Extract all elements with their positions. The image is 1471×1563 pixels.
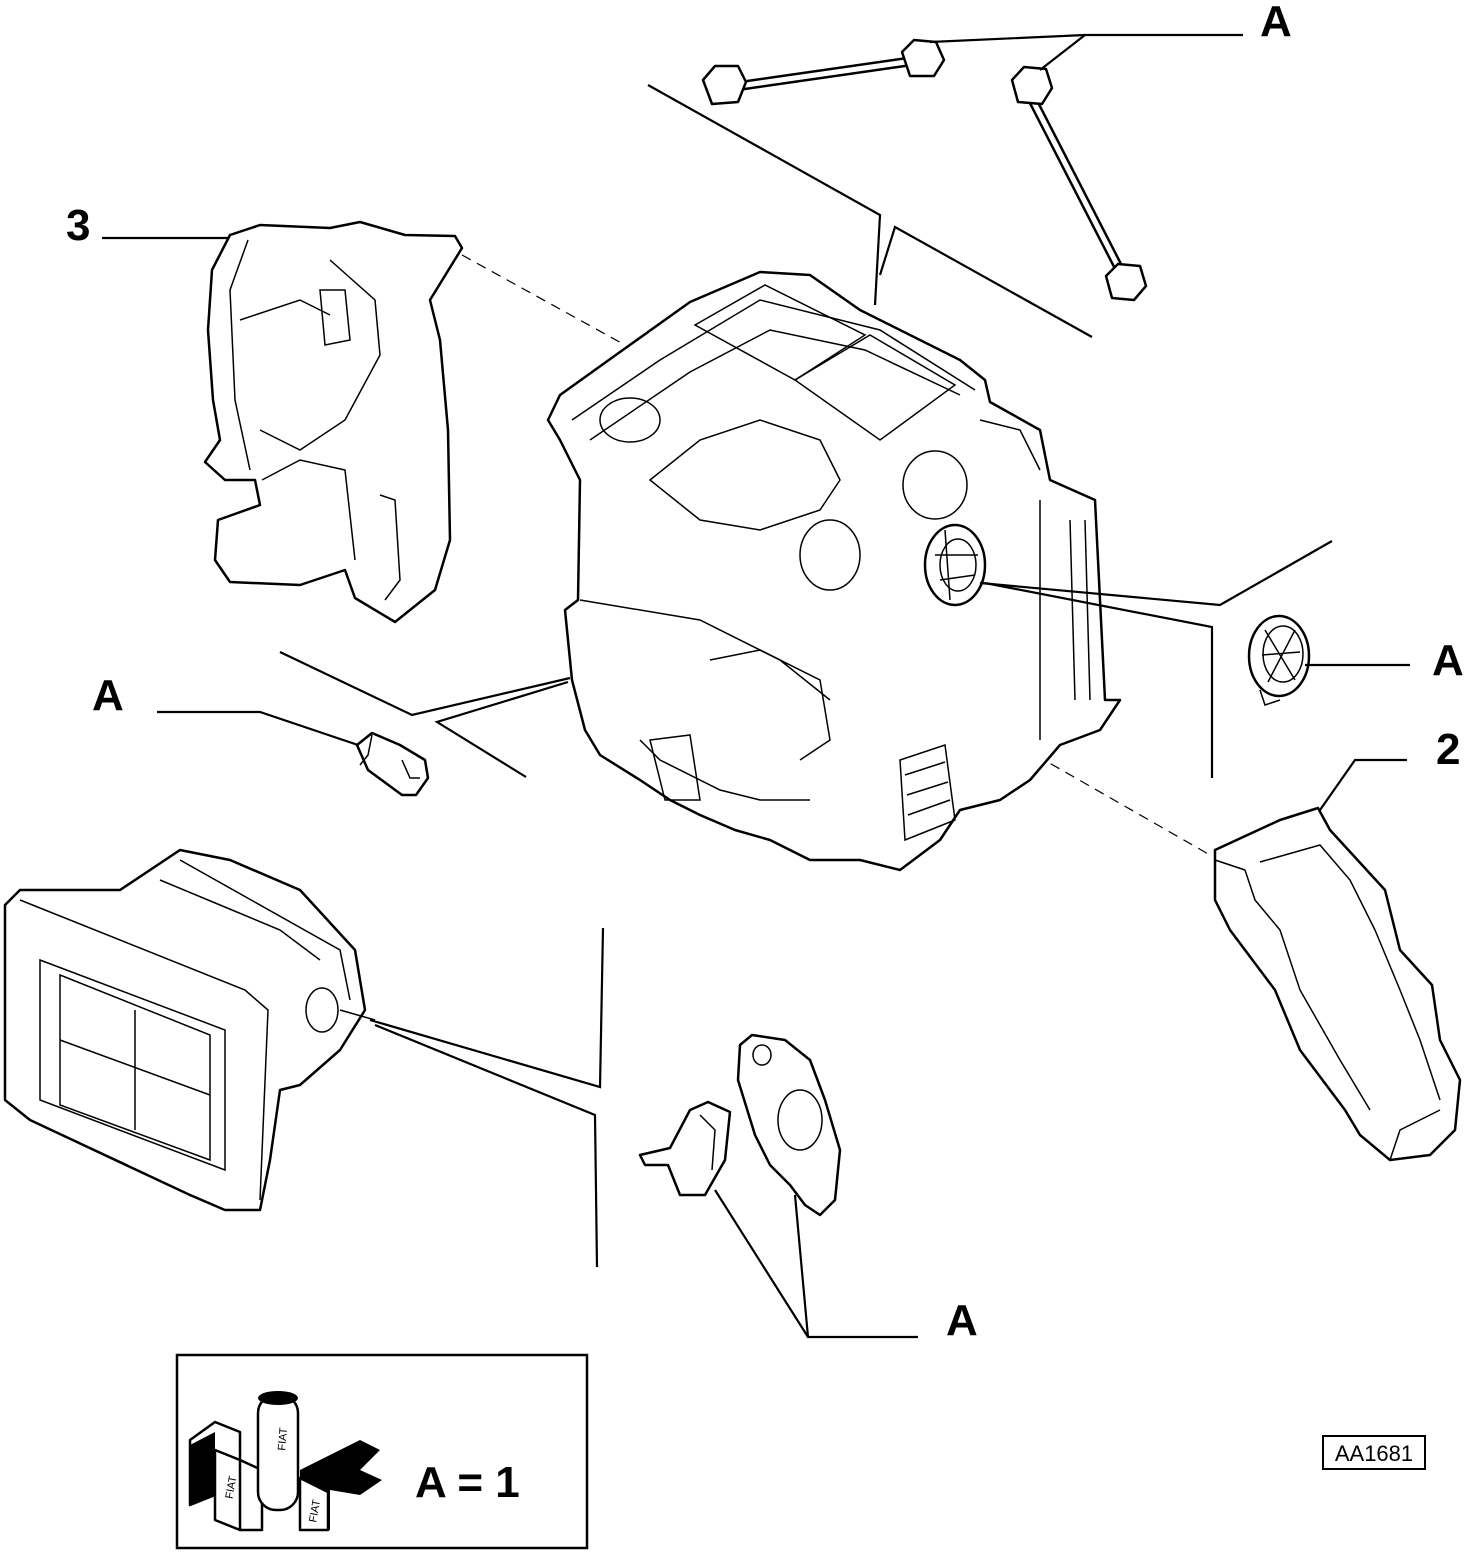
linkage-rods [701,38,1148,302]
fiat-parts-logo-icon: FIAT FIAT FIAT [188,1391,382,1532]
actuator-pieces [638,1033,842,1217]
callout-3: 3 [66,201,90,250]
callout-a-right-gear: A [1432,636,1464,685]
drawing-code-box: AA1681 [1322,1435,1426,1470]
legend-equation: A = 1 [415,1458,520,1507]
assembly-axis-lower [799,619,1211,856]
small-pin-part [355,731,430,797]
callout-2: 2 [1436,725,1460,774]
assembly-axis-upper [461,254,626,346]
callout-a-top-right: A [1260,0,1292,46]
leader-lines [102,33,1410,1339]
svg-text:FIAT: FIAT [307,1498,323,1523]
svg-text:FIAT: FIAT [276,1427,290,1451]
callout-a-left-pin: A [92,671,124,720]
right-air-duct [1213,806,1462,1162]
svg-text:FIAT: FIAT [224,1475,240,1500]
left-air-duct [203,220,464,624]
housing-gear [923,523,987,607]
air-inlet-vent [3,848,376,1212]
drawing-code: AA1681 [1335,1441,1413,1466]
callout-a-bottom: A [946,1296,978,1345]
legend-box: FIAT FIAT FIAT A = 1 [175,1353,589,1550]
hvac-housing [546,270,1122,872]
small-gear-part [1247,614,1311,706]
